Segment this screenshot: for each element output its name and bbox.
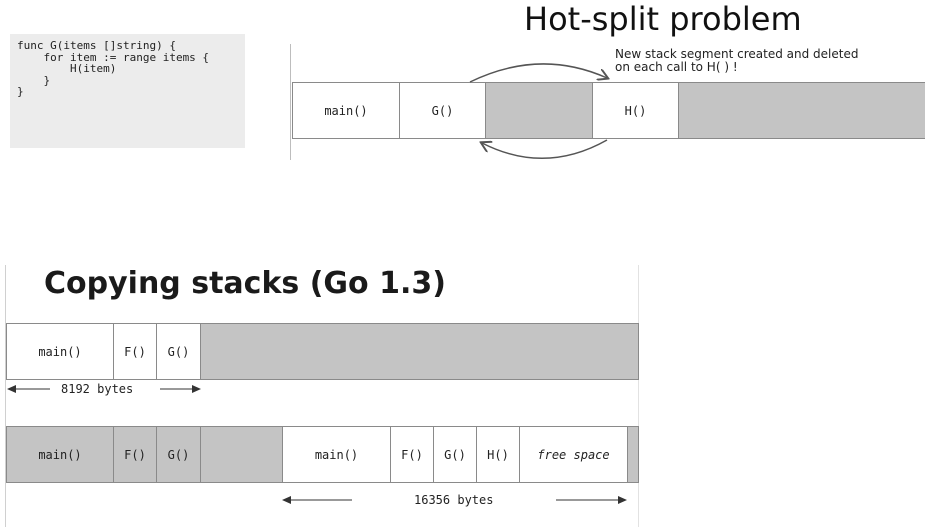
copy-top-f-frame: F() (113, 323, 157, 380)
copying-title: Copying stacks (Go 1.3) (44, 266, 446, 301)
code-line: } (17, 73, 51, 87)
code-box: func G(items []string) { for item := ran… (10, 34, 245, 148)
copy-old-f-frame: F() (113, 426, 157, 483)
note-line-1: New stack segment created and deleted (615, 47, 859, 61)
copy-free-space: free space (519, 426, 628, 483)
top-size-label: 8192 bytes (61, 382, 134, 396)
copy-old-main-frame: main() (6, 426, 114, 483)
code-listing: func G(items []string) { for item := ran… (10, 34, 245, 98)
copy-top-main-frame: main() (6, 323, 114, 380)
hot-h-frame: H() (592, 82, 679, 139)
code-line: } (17, 85, 24, 98)
copy-top-g-frame: G() (156, 323, 201, 380)
copy-new-main-frame: main() (282, 426, 391, 483)
hot-gap-segment (485, 82, 593, 139)
copy-new-f-frame: F() (390, 426, 434, 483)
code-line: for item := range items { (17, 50, 210, 64)
copy-old-gap (200, 426, 283, 483)
call-arrow (469, 63, 607, 83)
copy-new-h-frame: H() (476, 426, 520, 483)
copying-boundary-line (5, 265, 6, 527)
code-line: func G(items []string) { (17, 39, 176, 52)
copy-top-free-segment (200, 323, 639, 380)
hot-split-note: New stack segment created and deleted on… (615, 48, 858, 74)
hot-split-title: Hot-split problem (524, 0, 802, 38)
copying-boundary-line-right (638, 265, 639, 527)
bottom-size-label: 16356 bytes (414, 493, 494, 507)
hot-free-segment (678, 82, 925, 139)
return-arrow (482, 139, 608, 159)
copy-old-g-frame: G() (156, 426, 201, 483)
hot-g-frame: G() (399, 82, 486, 139)
stack-boundary-line (290, 44, 291, 160)
copy-new-g-frame: G() (433, 426, 477, 483)
code-line: H(item) (17, 62, 117, 75)
note-line-2: on each call to H( ) ! (615, 60, 738, 74)
copy-end-segment (627, 426, 639, 483)
